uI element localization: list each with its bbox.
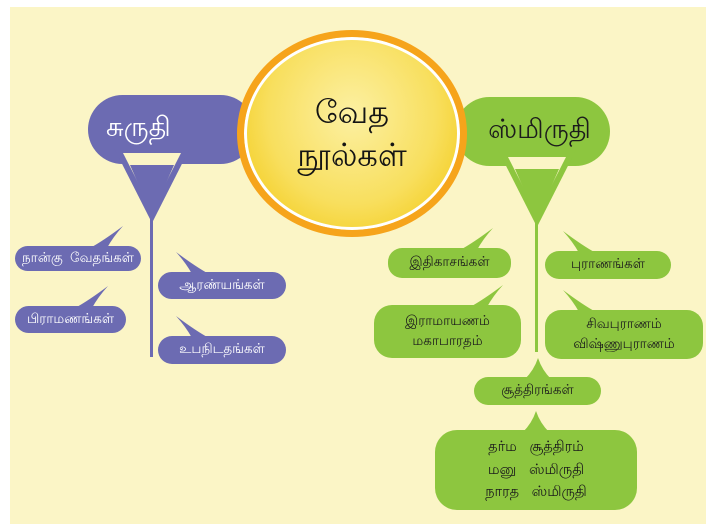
node-aranyakas: ஆரண்யங்கள் xyxy=(158,252,286,299)
node-major-puranas-line2: விஷ்ணுபுராணம் xyxy=(573,335,675,352)
node-puranas: புராணங்கள் xyxy=(545,231,671,279)
bubble-tail-icon xyxy=(176,316,209,338)
node-four-vedas: நான்கு வேதங்கள் xyxy=(15,226,141,271)
center-node-line1: வேத xyxy=(314,93,390,132)
node-epics-line1: இராமாயணம் xyxy=(405,312,490,329)
node-major-puranas-line1: சிவபுராணம் xyxy=(586,315,662,332)
branch-smriti-label: ஸ்மிருதி xyxy=(488,114,591,145)
bubble-tail-icon xyxy=(470,285,503,307)
node-dharma-smritis-line2: மனு ஸ்மிருதி xyxy=(487,461,585,478)
bubble-tail-icon xyxy=(75,286,108,308)
node-dharma-smritis-line1: தர்ம சூத்திரம் xyxy=(488,439,584,456)
node-sutras: சூத்திரங்கள் xyxy=(474,358,601,405)
shruti-arrow-icon xyxy=(113,146,191,223)
center-node-veda-books: வேத நூல்கள் xyxy=(237,30,467,237)
bubble-tail-icon xyxy=(460,228,493,250)
node-epics: இராமாயணம் மகாபாரதம் xyxy=(374,285,521,358)
node-four-vedas-label: நான்கு வேதங்கள் xyxy=(22,249,134,266)
smriti-arrow-icon xyxy=(498,150,576,227)
node-dharma-smritis: தர்ம சூத்திரம் மனு ஸ்மிருதி நாரத ஸ்மிருத… xyxy=(435,411,637,510)
bubble-tail-icon xyxy=(523,411,549,432)
node-major-puranas: சிவபுராணம் விஷ்ணுபுராணம் xyxy=(545,290,703,359)
node-upanishads-label: உபநிடதங்கள் xyxy=(179,341,265,358)
smriti-connector-line xyxy=(535,218,538,352)
bubble-tail-icon xyxy=(524,358,551,379)
bubble-tail-icon xyxy=(90,226,123,248)
bubble-tail-icon xyxy=(176,252,209,274)
shruti-connector-line xyxy=(150,214,153,357)
node-upanishads: உபநிடதங்கள் xyxy=(158,316,286,364)
center-node-line2: நூல்கள் xyxy=(297,135,407,174)
node-epics-line2: மகாபாரதம் xyxy=(412,332,483,349)
branch-shruti-label: சுருதி xyxy=(106,112,171,143)
node-itihasas-label: இதிகாசங்கள் xyxy=(409,254,490,271)
node-dharma-smritis-line3: நாரத ஸ்மிருதி xyxy=(485,484,587,501)
bubble-tail-icon xyxy=(563,290,596,312)
branch-smriti: ஸ்மிருதி xyxy=(455,97,610,166)
node-sutras-label: சூத்திரங்கள் xyxy=(501,382,574,399)
bubble-tail-icon xyxy=(563,231,596,253)
node-puranas-label: புராணங்கள் xyxy=(571,256,645,273)
center-node-label: வேத நூல்கள் xyxy=(297,91,407,175)
node-brahmanas: பிராமணங்கள் xyxy=(15,286,126,333)
node-brahmanas-label: பிராமணங்கள் xyxy=(26,310,115,327)
node-itihasas: இதிகாசங்கள் xyxy=(388,228,511,278)
node-aranyakas-label: ஆரண்யங்கள் xyxy=(179,276,265,293)
